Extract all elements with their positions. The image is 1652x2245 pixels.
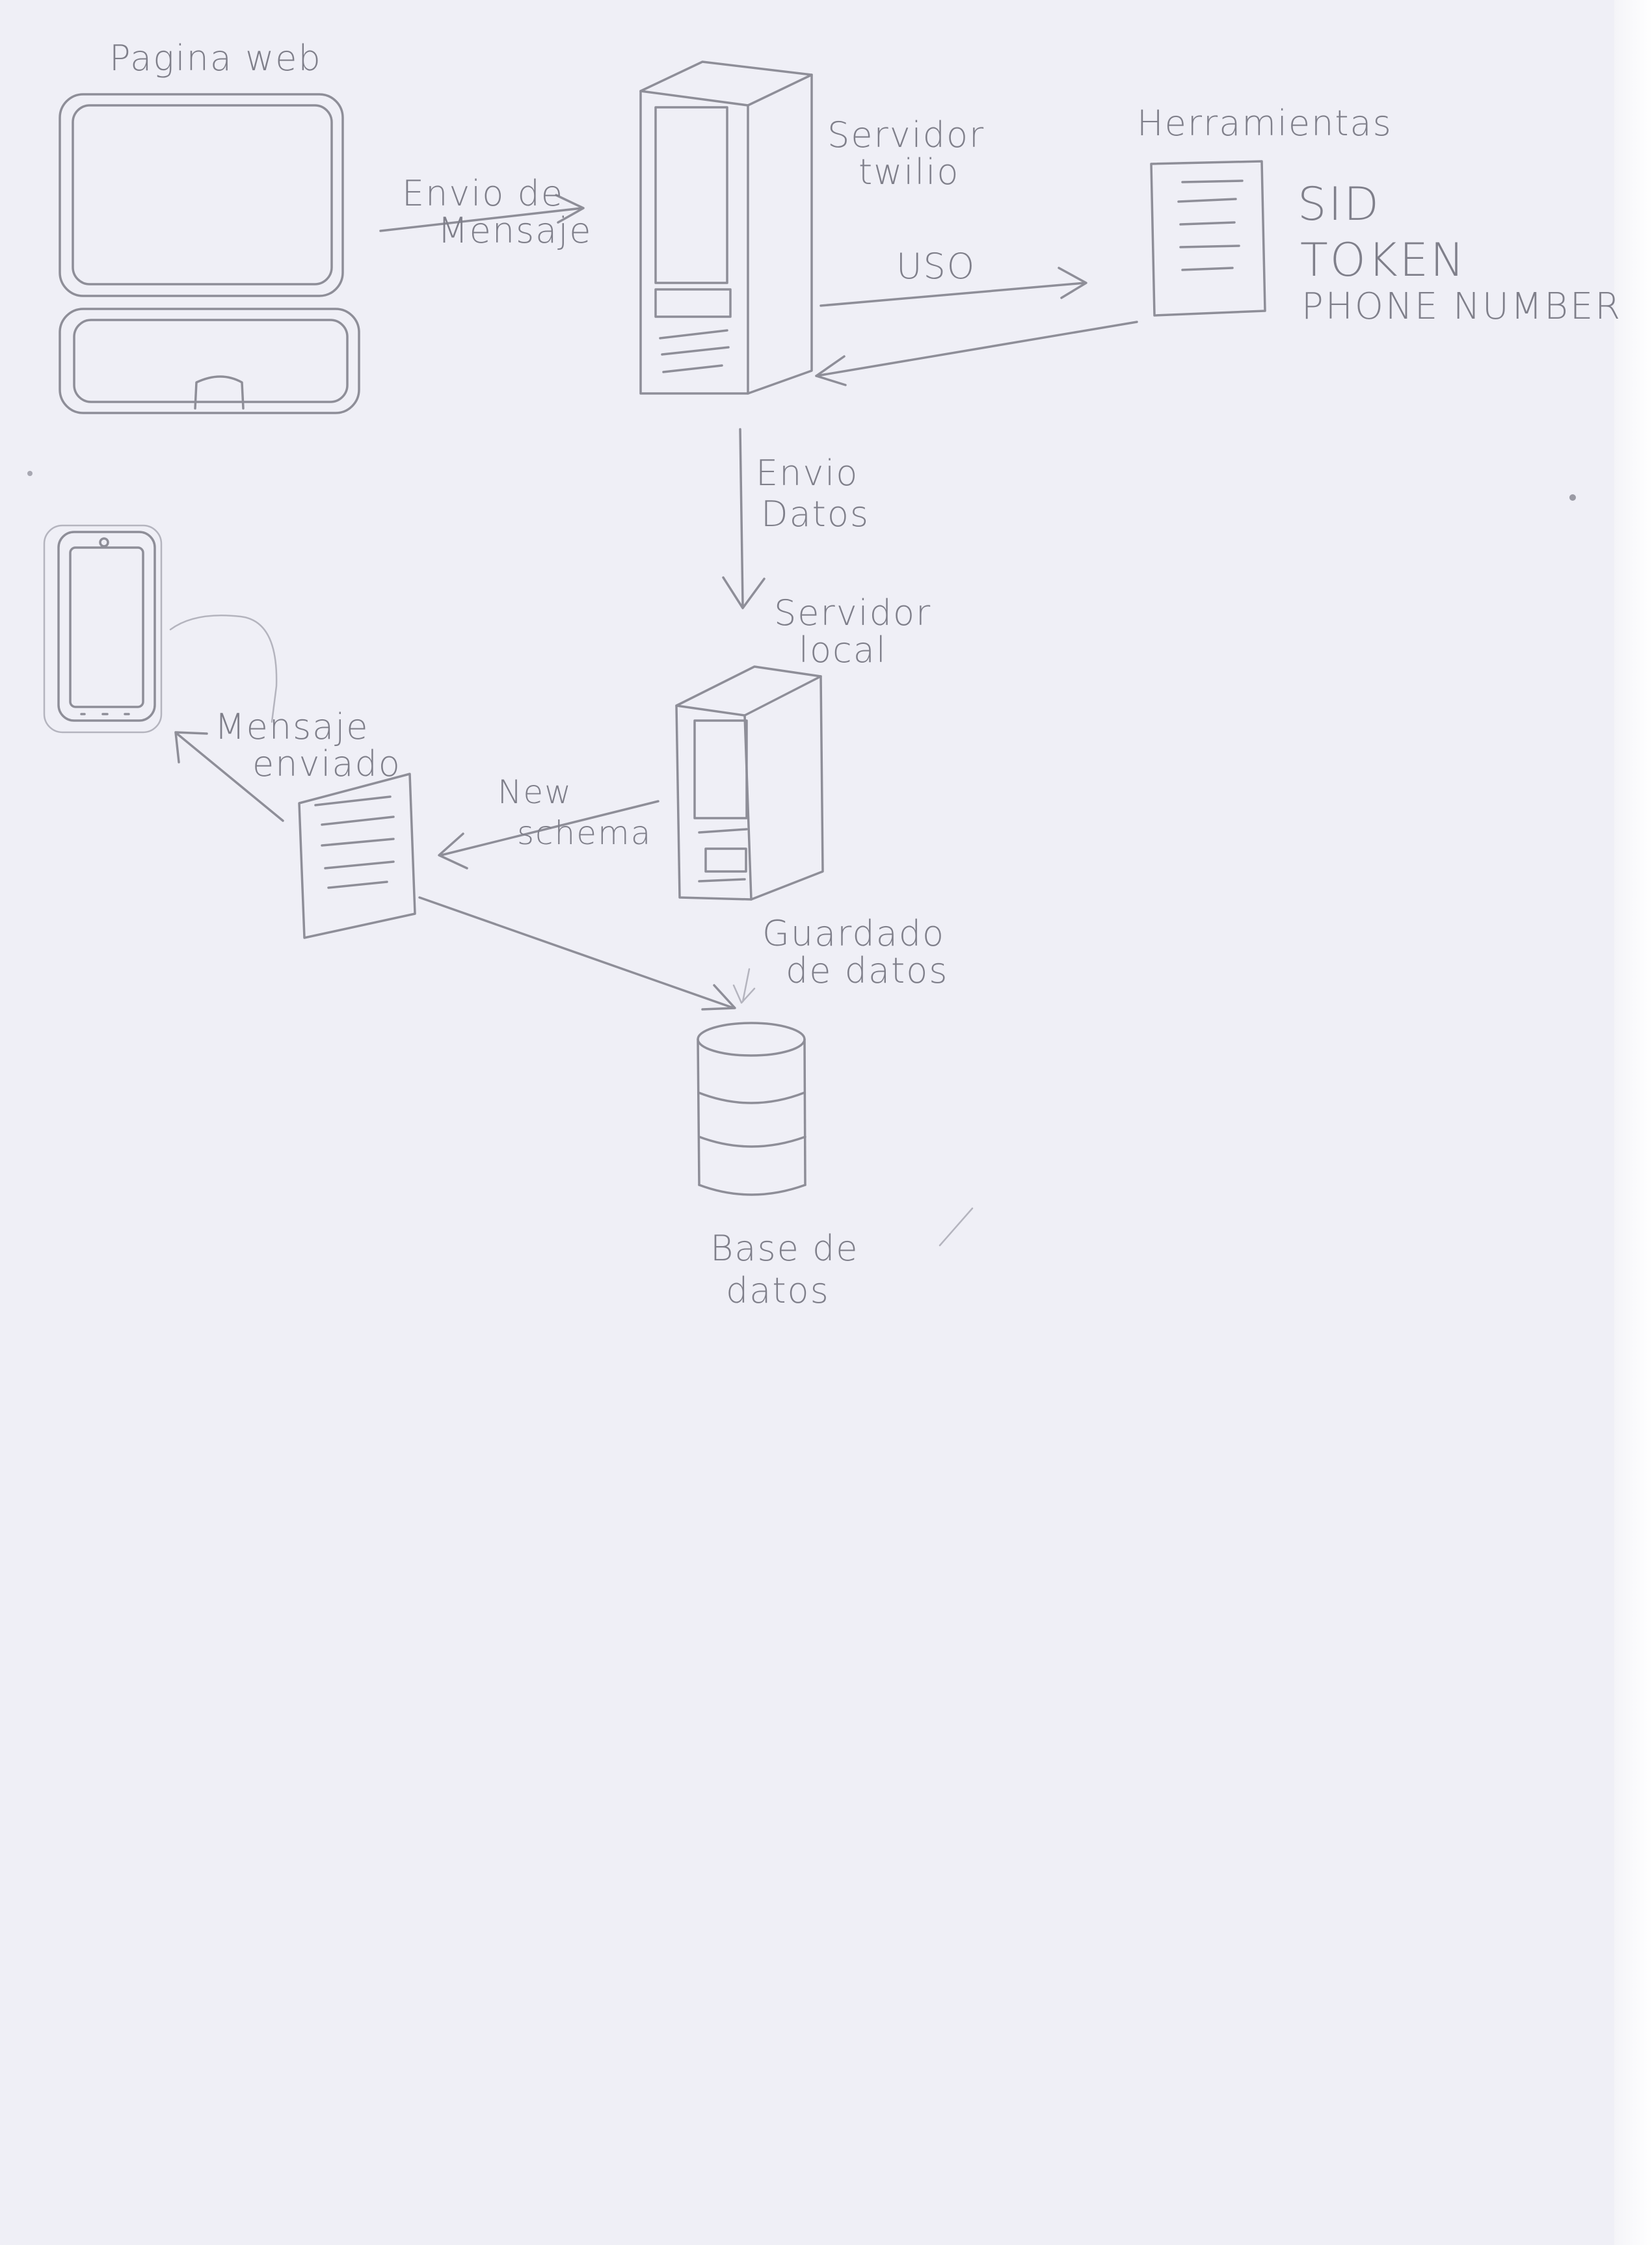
stray-mark (940, 1208, 972, 1245)
field-phone-number: PHONE NUMBER (1301, 288, 1622, 326)
new-schema-line-2: schema (517, 816, 652, 851)
database-icon (698, 1023, 805, 1195)
envio-mensaje-line-2: Mensaje (438, 213, 593, 250)
pagina-web-label: Pagina web (109, 40, 322, 77)
dot-mark (27, 471, 33, 476)
servidor-local-label: Servidor local (774, 595, 931, 669)
base-de-datos-line-2: datos (726, 1273, 859, 1310)
base-de-datos-line-1: Base de (710, 1230, 859, 1268)
envio-mensaje-label: Envio de Mensaje (402, 176, 593, 249)
twilio-server-icon (641, 62, 812, 393)
new-schema-line-1: New (498, 775, 652, 810)
servidor-twilio-label: Servidor twilio (827, 117, 985, 191)
servidor-local-line-2: local (799, 632, 931, 669)
arrow-guardado-datos (734, 969, 754, 1003)
servidor-twilio-line-1: Servidor (827, 117, 985, 154)
local-server-icon (676, 667, 823, 899)
envio-mensaje-line-1: Envio de (402, 176, 593, 213)
servidor-local-line-1: Servidor (774, 595, 931, 632)
laptop-icon (60, 94, 359, 413)
mensaje-enviado-label: Mensaje enviado (215, 709, 401, 782)
new-schema-label: New schema (498, 775, 652, 850)
guardado-datos-label: Guardado de datos (762, 916, 948, 989)
mensaje-enviado-line-2: enviado (252, 746, 401, 783)
guardado-datos-line-1: Guardado (762, 916, 948, 953)
arrow-document-database (420, 897, 735, 1009)
envio-datos-line-1: Envio (756, 455, 870, 492)
base-de-datos-label: Base de datos (710, 1230, 859, 1309)
herramientas-label: Herramientas (1137, 105, 1392, 142)
uso-label: USO (896, 248, 976, 286)
arrow-return (816, 322, 1137, 385)
field-sid: SID (1298, 181, 1622, 229)
servidor-twilio-line-2: twilio (859, 154, 985, 191)
envio-datos-line-2: Datos (761, 496, 870, 533)
guardado-datos-line-2: de datos (786, 953, 948, 990)
dot-mark (1569, 494, 1576, 501)
mensaje-enviado-line-1: Mensaje (215, 709, 401, 746)
field-token: TOKEN (1300, 237, 1622, 285)
herramientas-fields: SID TOKEN PHONE NUMBER (1298, 181, 1622, 326)
herramientas-document-icon (1151, 161, 1265, 315)
envio-datos-label: Envio Datos (756, 455, 870, 533)
mensaje-document-icon (299, 774, 415, 938)
smartphone-icon (44, 525, 276, 732)
